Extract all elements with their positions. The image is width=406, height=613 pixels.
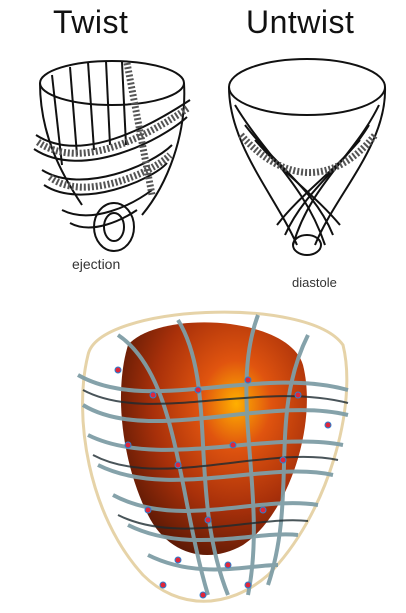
twist-title: Twist (53, 4, 128, 41)
untwist-heart-band-diagram (215, 45, 395, 260)
diastole-caption: diastole (292, 275, 337, 290)
twist-heart-band-diagram (22, 45, 202, 260)
heart-3d-fiber-rendering (58, 295, 358, 610)
untwist-title: Untwist (246, 4, 354, 41)
ejection-caption: ejection (72, 256, 120, 272)
